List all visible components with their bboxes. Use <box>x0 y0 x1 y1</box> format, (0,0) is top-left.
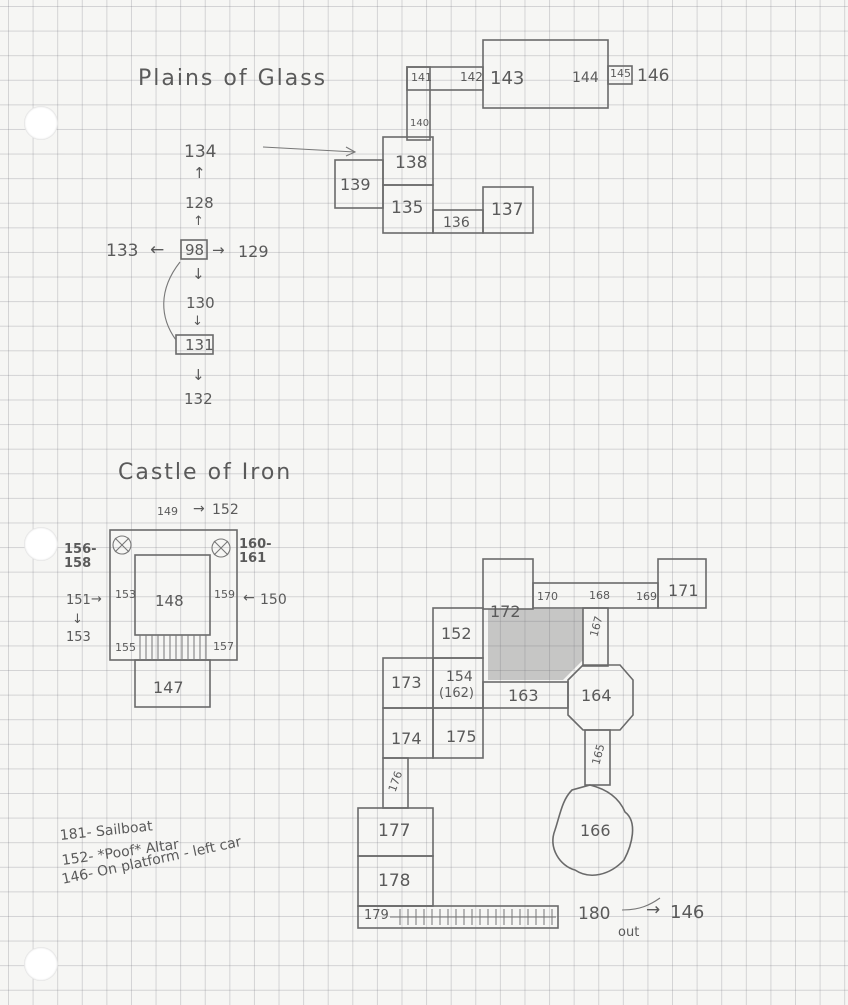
flow-133: 133 <box>106 241 139 261</box>
room-168: 168 <box>589 589 610 602</box>
room-173: 173 <box>391 673 422 692</box>
room-138: 138 <box>395 153 428 173</box>
room-146-exit: 146 <box>670 902 705 923</box>
arrow-down-3: ↓ <box>192 366 205 384</box>
room-146: 146 <box>637 66 670 86</box>
room-157: 157 <box>213 640 234 653</box>
room-142: 142 <box>460 70 483 84</box>
flow-98: 98 <box>185 241 205 259</box>
room-180: 180 <box>578 904 611 924</box>
flow-129: 129 <box>238 242 269 261</box>
room-144: 144 <box>572 70 599 86</box>
arrow-down-2: ↓ <box>192 314 203 329</box>
room-147: 147 <box>153 678 184 697</box>
arrow-right-151: → <box>91 592 102 607</box>
room-151: 151 <box>66 593 91 608</box>
room-141: 141 <box>411 71 432 84</box>
room-164: 164 <box>581 686 612 705</box>
arrow-down-153: ↓ <box>72 612 83 627</box>
room-143: 143 <box>490 68 525 89</box>
room-177: 177 <box>378 821 411 841</box>
room-170: 170 <box>537 590 558 603</box>
room-155: 155 <box>115 641 136 654</box>
room-179: 179 <box>364 908 389 923</box>
room-169: 169 <box>636 590 657 603</box>
room-152: 152 <box>441 624 472 643</box>
binder-hole-bottom <box>24 947 58 981</box>
room-153-left: 153 <box>66 630 91 645</box>
room-154: 154 <box>446 669 473 685</box>
flow-134: 134 <box>184 142 217 162</box>
flow-131: 131 <box>185 336 214 354</box>
room-174: 174 <box>391 729 422 748</box>
room-156-158: 156-158 <box>64 542 97 571</box>
arrow-left-133: ← <box>150 240 165 260</box>
room-153: 153 <box>115 588 136 601</box>
room-145: 145 <box>610 67 631 80</box>
room-140: 140 <box>410 118 430 129</box>
binder-hole-middle <box>24 527 58 561</box>
room-159: 159 <box>214 588 235 601</box>
room-137: 137 <box>491 200 524 220</box>
flow-132: 132 <box>184 390 213 408</box>
out-label: out <box>618 925 640 940</box>
arrow-up-1: ↑ <box>193 164 206 182</box>
arrow-down-1: ↓ <box>192 265 205 283</box>
arrow-right-152: → <box>193 501 205 517</box>
arrow-right-146: → <box>646 900 661 920</box>
room-148: 148 <box>155 592 184 610</box>
room-163: 163 <box>508 686 539 705</box>
room-136: 136 <box>443 215 470 231</box>
room-150: 150 <box>260 592 287 608</box>
room-162: (162) <box>439 686 474 701</box>
room-139: 139 <box>340 175 371 194</box>
room-152-top: 152 <box>212 502 239 518</box>
room-172: 172 <box>490 602 521 621</box>
arrow-left-150: ← <box>243 590 255 606</box>
plains-title: Plains of Glass <box>138 66 328 91</box>
room-149: 149 <box>157 505 178 518</box>
flow-128: 128 <box>185 194 214 212</box>
room-166: 166 <box>580 821 611 840</box>
flow-130: 130 <box>186 294 215 312</box>
room-160-161: 160-161 <box>239 537 272 566</box>
room-175: 175 <box>446 727 477 746</box>
arrow-right-129: → <box>212 241 225 259</box>
binder-hole-top <box>24 106 58 140</box>
room-135: 135 <box>391 198 424 218</box>
arrow-up-2: ↑ <box>193 214 204 229</box>
room-171: 171 <box>668 581 699 600</box>
castle-title: Castle of Iron <box>118 460 293 485</box>
room-178: 178 <box>378 871 411 891</box>
